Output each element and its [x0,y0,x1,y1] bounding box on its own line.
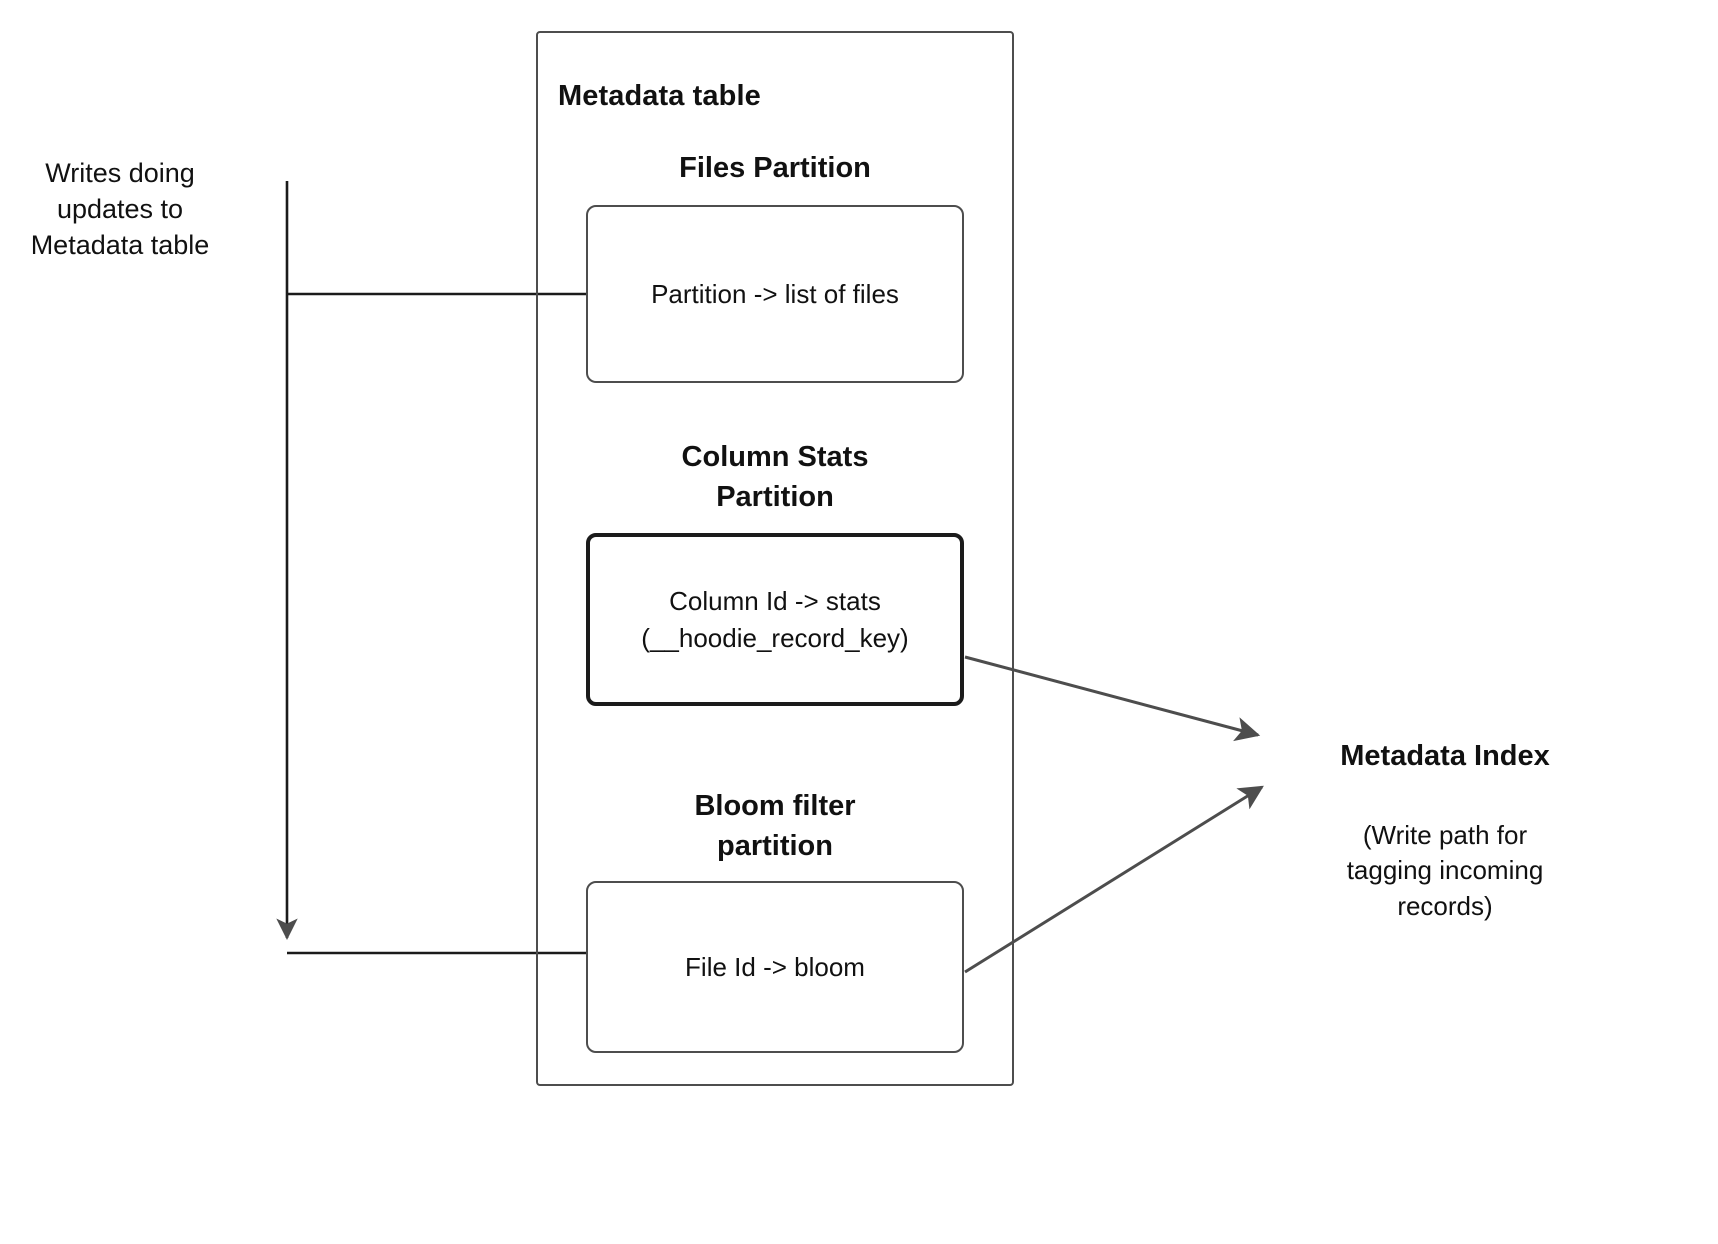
files-partition-box: Partition -> list of files [586,205,964,383]
files-partition-box-text: Partition -> list of files [651,278,899,309]
bloom-filter-partition-box: File Id -> bloom [586,881,964,1053]
files-partition-heading: Files Partition [679,152,871,184]
metadata-table-title: Metadata table [558,80,761,112]
column-stats-partition-box-text: Column Id -> stats (__hoodie_record_key) [641,585,909,653]
metadata-table-container [536,31,1014,1086]
writes-doing-updates-label: Writes doing updates to Metadata table [30,158,210,261]
metadata-index-note: (Write path for tagging incoming records… [1346,820,1544,921]
column-stats-partition-box: Column Id -> stats (__hoodie_record_key) [586,533,964,706]
column-stats-partition-heading: Column Stats Partition [681,441,869,514]
bloom-filter-partition-box-text: File Id -> bloom [685,951,865,982]
metadata-index-title: Metadata Index [1340,740,1550,772]
bloom-filter-partition-heading: Bloom filter partition [694,790,856,863]
